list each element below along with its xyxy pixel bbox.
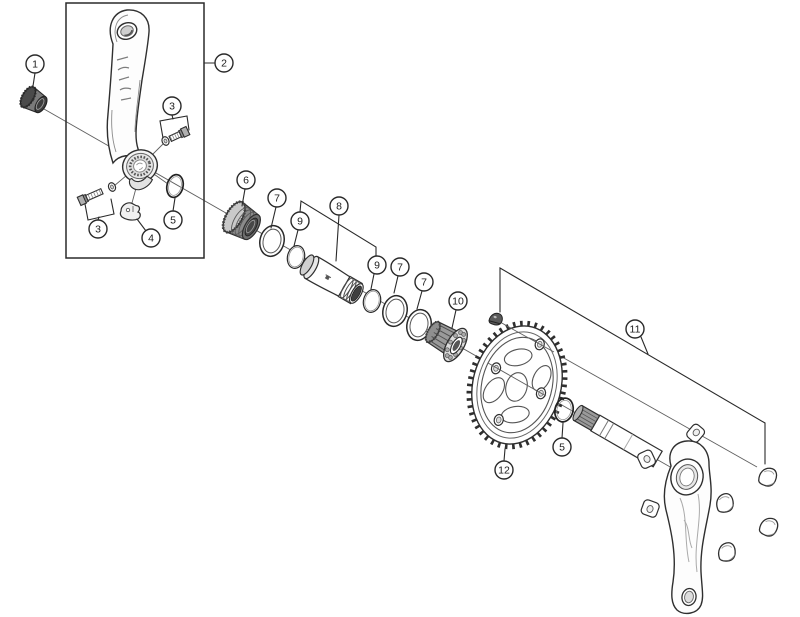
svg-text:11: 11 [630,324,641,336]
svg-text:6: 6 [243,175,249,187]
svg-text:9: 9 [297,216,303,228]
svg-text:12: 12 [498,465,510,477]
part-chainring-bolt [488,312,503,326]
svg-text:9: 9 [374,260,380,272]
part-o-ring-left [165,173,185,199]
part-seal-ring-9a [286,245,306,269]
svg-text:7: 7 [274,193,280,205]
crank-logo-marks [116,56,132,101]
svg-text:10: 10 [452,296,464,308]
tube-logo-mark [324,274,332,281]
part-inner-cover-tube [299,254,364,305]
callout-7a: 7 [267,188,287,208]
spider-tabs [637,423,706,518]
part-bb-cup-right [424,320,468,363]
svg-text:5: 5 [170,215,176,227]
part-left-crank-arm [106,9,159,191]
part-crank-fixing-cap [19,85,48,114]
callout-5-right: 5 [552,437,572,457]
svg-text:7: 7 [397,262,403,274]
svg-text:3: 3 [95,224,101,236]
callout-1: 1 [25,54,45,74]
svg-text:2: 2 [221,58,227,70]
part-bb-cup-left [221,200,261,241]
leader-lines [32,62,766,465]
chainring-windows [482,348,552,424]
svg-text:4: 4 [148,233,154,245]
callout-10: 10 [448,291,468,311]
svg-text:8: 8 [336,201,342,213]
svg-text:1: 1 [32,59,38,71]
part-stopper-plate [119,202,141,221]
part-spacer-ring-7b [382,294,408,328]
bearing-balls [444,330,467,360]
callouts: 1 2 3 3 4 5 6 7 [25,53,645,480]
detail-box [65,2,205,259]
part-washer-upper [161,136,170,146]
part-pinch-bolt-lower [76,187,104,207]
svg-text:7: 7 [421,277,427,289]
callout-9a: 9 [290,211,310,231]
callout-8: 8 [329,196,349,216]
crank-spline-boss [121,149,159,191]
callout-3-upper: 3 [162,96,182,116]
pedal-hole [681,587,697,607]
callout-7c: 7 [414,272,434,292]
chainring-bolt-holes [490,338,547,427]
callout-4: 4 [141,228,161,248]
part-chainring [466,320,568,450]
svg-text:3: 3 [169,101,175,113]
bolt-line-through-chainring [504,324,555,353]
part-o-ring-right [553,397,575,423]
callout-6: 6 [236,170,256,190]
part-spacer-ring-7a [259,224,285,258]
callout-2: 2 [214,53,234,73]
callout-11: 11 [625,319,645,339]
crank-boss-hole [670,458,704,496]
svg-text:5: 5 [559,442,565,454]
part-pinch-bolt-upper [168,125,191,143]
callout-12: 12 [494,460,514,480]
part-washer-lower [107,182,117,192]
callout-3-lower: 3 [88,219,108,239]
part-seal-ring-9b [362,289,382,313]
axis-through-chainring [487,362,547,397]
right-crank-logo-marks [679,493,700,573]
part-end-caps [716,467,779,562]
callout-9b: 9 [367,255,387,275]
callout-5-left: 5 [163,210,183,230]
callout-7b: 7 [390,257,410,277]
part-right-crank-arm [637,423,712,615]
